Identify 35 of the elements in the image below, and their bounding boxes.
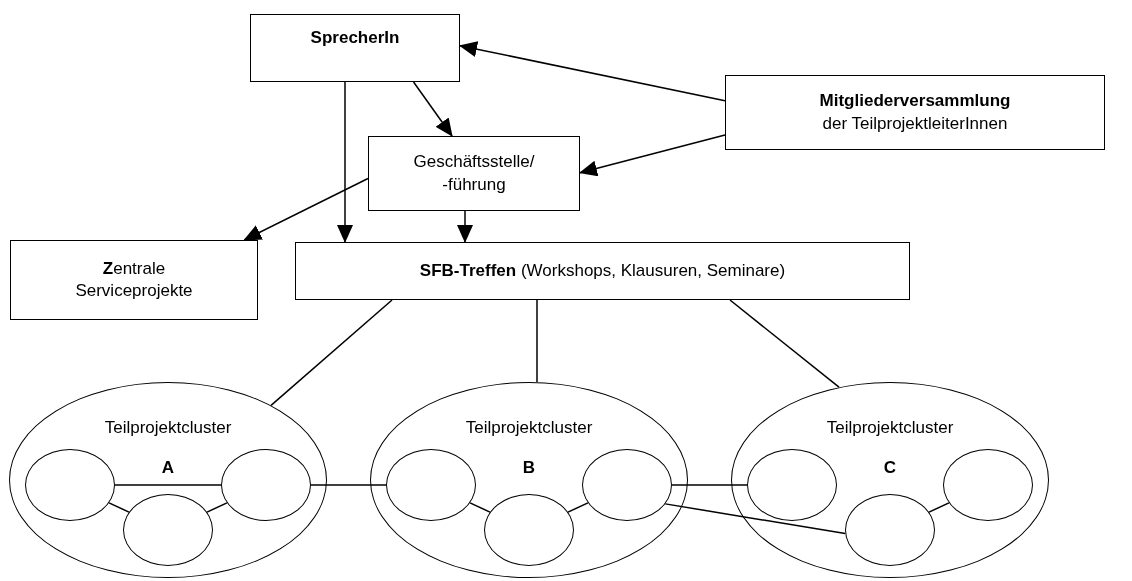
connector-line (310, 484, 387, 486)
box-sublabel: der TeilprojektleiterInnen (822, 112, 1008, 135)
connector-line (114, 484, 222, 486)
arrow (412, 81, 453, 137)
box-label: Mitgliederversammlung (819, 90, 1011, 113)
cluster-title: Teilprojektcluster (103, 418, 233, 438)
box-label: Geschäftsstelle/ -führung (412, 151, 536, 196)
connector-line (108, 502, 130, 513)
connector-line (206, 502, 228, 513)
process-box (295, 242, 910, 300)
box-label: Zentrale Serviceprojekte (74, 257, 194, 302)
arrow (459, 41, 726, 102)
process-box (368, 136, 580, 211)
arrow (457, 210, 473, 243)
process-box (250, 14, 460, 82)
cluster-title: Teilprojektcluster (464, 418, 594, 438)
arrow (579, 134, 726, 177)
process-box (725, 75, 1105, 150)
cluster-letter: A (160, 458, 176, 478)
process-box (10, 240, 258, 320)
arrow (243, 177, 369, 241)
connector-line (270, 299, 393, 407)
connector-line (536, 299, 538, 383)
arrow (337, 81, 353, 243)
box-label: SFB-Treffen (Workshops, Klausuren, Seminare) (419, 259, 786, 282)
connector-line (567, 502, 589, 513)
cluster-letter: B (521, 458, 537, 478)
cluster-letter: C (882, 458, 898, 478)
cluster-title: Teilprojektcluster (825, 418, 955, 438)
connector-line (664, 503, 846, 535)
connector-line (729, 299, 840, 388)
connector-line (469, 502, 491, 513)
connector-line (671, 484, 748, 486)
box-label: SprecherIn (310, 26, 400, 49)
connector-line (928, 502, 950, 513)
